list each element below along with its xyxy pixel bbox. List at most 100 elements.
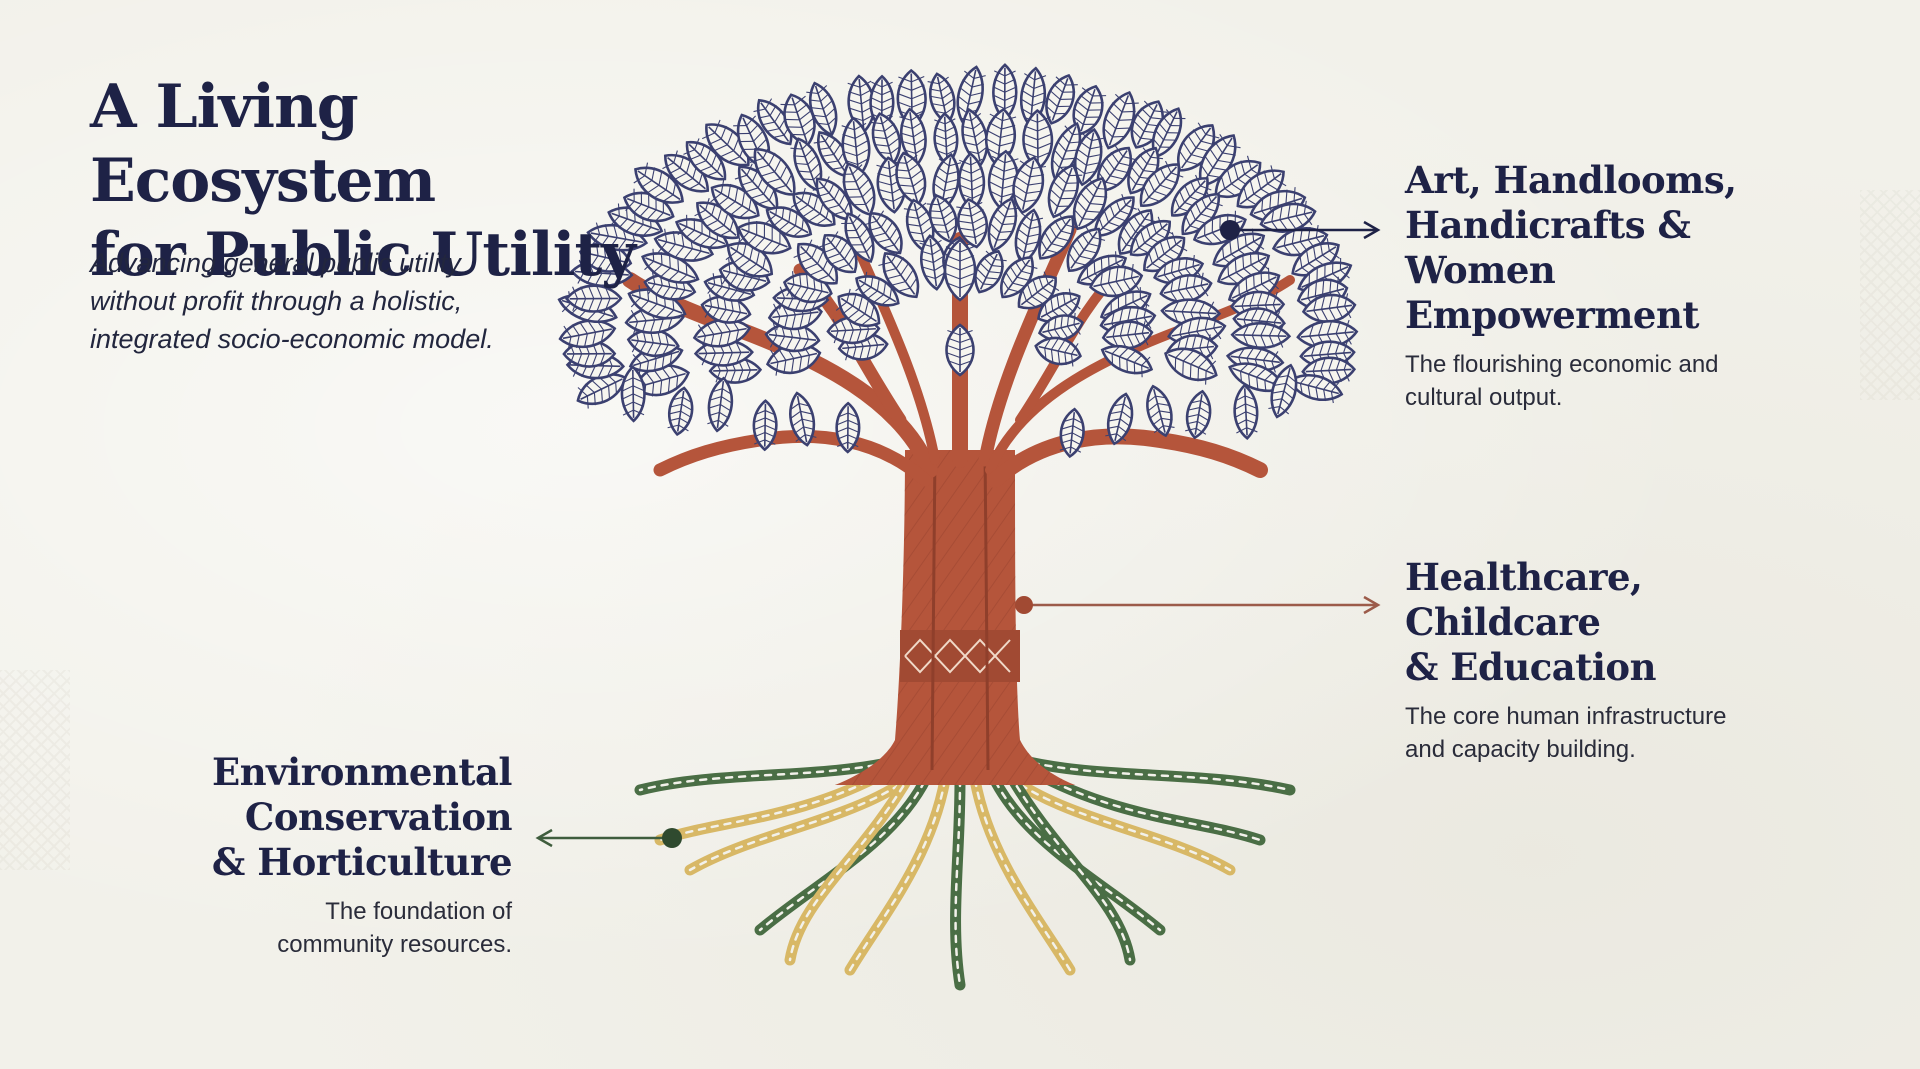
leaf-icon — [627, 285, 687, 320]
leaf-icon — [752, 399, 778, 452]
root-texture — [1028, 768, 1262, 842]
leaf-icon — [707, 376, 734, 433]
leaf-icon — [692, 318, 752, 349]
leaf-icon — [1101, 320, 1154, 350]
node-art-title-line-3: Empowerment — [1405, 293, 1699, 337]
node-art-title-line-1: Art, Handlooms, — [1405, 158, 1737, 202]
arrow-right-icon — [1363, 595, 1381, 615]
connector-health-dot — [1015, 596, 1033, 614]
leaf-icon — [855, 271, 900, 307]
node-art-description: The flourishing economic and cultural ou… — [1405, 348, 1845, 414]
leaf-icon — [1000, 254, 1038, 299]
root-texture — [638, 758, 902, 792]
leaf-icon — [700, 294, 752, 324]
leaf-icon — [1301, 293, 1357, 323]
page-subtitle-line-2: without profit through a holistic, — [90, 286, 463, 316]
node-health-desc-line-2: and capacity building. — [1405, 736, 1636, 763]
canopy-group — [557, 63, 1359, 459]
leaf-icon — [565, 284, 623, 313]
leaf-icon — [1066, 226, 1106, 273]
leaf-icon — [1143, 232, 1188, 273]
leaf-icon — [1059, 407, 1085, 459]
node-health-title-line-2: & Education — [1405, 645, 1657, 689]
leaf-icon — [1014, 208, 1044, 265]
leaf-icon — [1047, 163, 1083, 219]
leaf-icon — [753, 98, 793, 146]
branch — [987, 428, 1268, 488]
node-env-title-line-2: Conservation — [244, 795, 513, 839]
leaf-icon — [1233, 383, 1259, 441]
node-art-desc-line-2: cultural output. — [1405, 384, 1563, 411]
connector-env-dot — [662, 828, 682, 848]
trunk-groove-1 — [930, 449, 937, 771]
leaf-icon — [878, 250, 920, 299]
page-title-line-1: A Living Ecosystem — [90, 72, 436, 216]
leaf-icon — [1198, 134, 1241, 187]
node-env-title-line-1: Environmental — [212, 750, 512, 794]
leaf-icon — [1012, 156, 1046, 215]
trunk-band — [900, 630, 1020, 682]
node-env-title: Environmental Conservation & Horticultur… — [200, 750, 513, 885]
leaf-icon — [841, 212, 875, 263]
leaf-icon — [1181, 191, 1223, 236]
trunk-group — [835, 449, 1075, 785]
leaf-icon — [818, 231, 858, 274]
arrow-right-icon — [1363, 220, 1381, 240]
leaf-icon — [667, 386, 694, 437]
leaf-icon — [1038, 213, 1079, 260]
roots-group — [634, 754, 1296, 991]
leaf-icon — [1088, 264, 1144, 298]
page-subtitle-line-1: Advancing general public utility — [90, 248, 461, 278]
leaf-icon — [1259, 200, 1317, 233]
node-env-desc-line-1: The foundation of — [325, 898, 512, 925]
root-texture — [973, 778, 1072, 972]
leaf-icon — [1217, 248, 1271, 286]
page-title: A Living Ecosystem for Public Utility — [90, 70, 710, 292]
branch — [978, 223, 1077, 467]
node-art-title: Art, Handlooms, Handicrafts & Women Empo… — [1405, 158, 1845, 338]
leaf-icon — [1159, 272, 1213, 303]
node-art-title-line-2: Handicrafts & Women — [1405, 203, 1691, 292]
root-texture — [998, 768, 1232, 872]
node-health: Healthcare, Childcare & Education The co… — [1405, 555, 1845, 766]
leaf-icon — [1034, 336, 1082, 367]
leaf-icon — [765, 342, 822, 376]
node-env-description: The foundation of community resources. — [200, 895, 512, 961]
leaf-icon — [662, 150, 710, 193]
trunk-groove-2 — [983, 449, 990, 771]
leaf-icon — [1268, 363, 1298, 419]
leaf-icon — [558, 319, 617, 350]
leaf-icon — [1072, 84, 1107, 136]
root-texture — [1018, 758, 1292, 792]
root-texture — [848, 778, 947, 972]
leaf-icon — [765, 202, 813, 238]
leaf-icon — [683, 138, 727, 181]
leaf-icon — [864, 210, 903, 255]
node-env-desc-line-2: community resources. — [277, 931, 512, 958]
leaf-icon — [701, 119, 750, 167]
leaf-icon — [1073, 127, 1105, 187]
page-subtitle: Advancing general public utility without… — [90, 244, 610, 358]
leaf-icon — [1164, 347, 1218, 385]
leaf-icon — [835, 288, 881, 328]
left-edge-pattern — [0, 670, 70, 870]
leaf-icon — [693, 339, 754, 367]
root-texture — [1008, 773, 1132, 962]
leaf-icon — [835, 401, 861, 454]
leaf-icon — [694, 198, 740, 240]
leaf-icon — [633, 162, 684, 204]
root-texture — [758, 768, 932, 932]
node-health-title-line-1: Healthcare, Childcare — [1405, 555, 1643, 644]
arrow-left-icon — [535, 828, 553, 848]
right-edge-pattern — [1860, 190, 1920, 400]
leaf-icon — [945, 323, 975, 377]
page-subtitle-line-3: integrated socio-economic model. — [90, 324, 494, 354]
leaf-icon — [1139, 160, 1184, 207]
node-art-desc-line-1: The flourishing economic and — [1405, 351, 1719, 378]
branch — [653, 429, 932, 487]
leaf-icon — [789, 391, 817, 447]
connectors-group — [535, 220, 1381, 848]
node-health-description: The core human infrastructure and capaci… — [1405, 700, 1845, 766]
leaf-icon — [620, 365, 646, 423]
leaf-icon — [943, 238, 977, 302]
